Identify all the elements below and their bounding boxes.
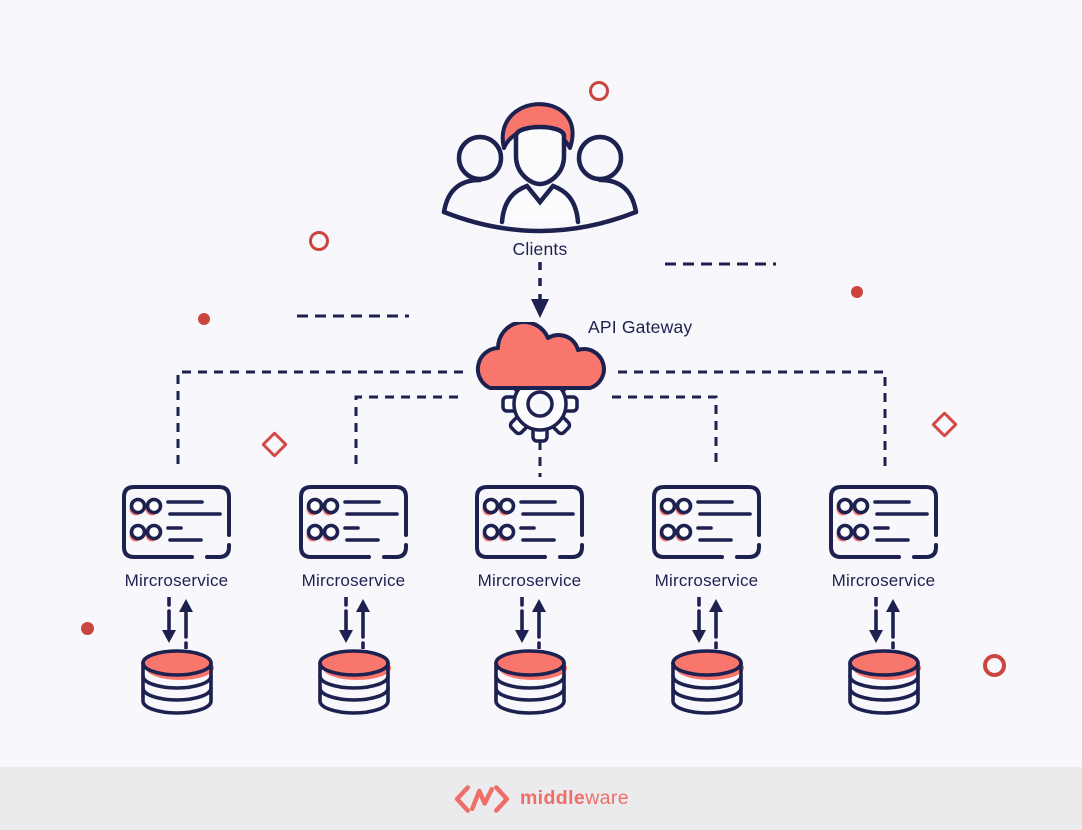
service-column: Mircroservice	[650, 483, 763, 728]
status-dots	[129, 497, 163, 542]
microservice-box-icon	[475, 485, 584, 559]
service-label: Mircroservice	[301, 571, 406, 590]
service-label: Mircroservice	[831, 571, 936, 590]
microservice-box-icon	[299, 485, 408, 559]
torso-shape	[499, 183, 581, 225]
status-dots	[659, 497, 693, 542]
text-lines	[696, 500, 752, 542]
data-flow-arrows	[161, 597, 193, 649]
service-column: Mircroservice	[297, 483, 410, 728]
status-dots	[306, 497, 340, 542]
dot-decor	[81, 622, 94, 635]
text-lines	[873, 500, 929, 542]
service-label: Mircroservice	[477, 571, 582, 590]
data-flow-arrows	[338, 597, 370, 649]
data-flow-arrows	[691, 597, 723, 649]
status-dots	[836, 497, 870, 542]
database-icon	[140, 649, 214, 715]
brand-name: middleware	[520, 787, 629, 810]
face-shape	[513, 124, 567, 187]
clients-icon	[441, 102, 639, 234]
text-lines	[519, 500, 575, 542]
microservice-box-icon	[122, 485, 231, 559]
api-gateway-label: API Gateway	[588, 317, 693, 337]
service-column: Mircroservice	[120, 483, 233, 728]
circle-decor	[309, 231, 329, 251]
text-lines	[166, 500, 222, 542]
footer-bar: middleware	[0, 767, 1082, 830]
text-lines	[343, 500, 399, 542]
data-flow-arrows	[868, 597, 900, 649]
database-icon	[493, 649, 567, 715]
database-icon	[847, 649, 921, 715]
data-flow-arrows	[514, 597, 546, 649]
middleware-logo-mark-icon	[454, 784, 510, 813]
service-label: Mircroservice	[124, 571, 229, 590]
database-icon	[317, 649, 391, 715]
service-column: Mircroservice	[827, 483, 940, 728]
service-column: Mircroservice	[473, 483, 586, 728]
dot-decor	[198, 313, 210, 325]
database-icon	[670, 649, 744, 715]
microservice-box-icon	[829, 485, 938, 559]
clients-label: Clients	[512, 239, 568, 259]
brand-name-bold: middle	[519, 787, 586, 809]
circle-decor	[589, 81, 609, 101]
dot-decor	[851, 286, 863, 298]
service-label: Mircroservice	[654, 571, 759, 590]
cloud-shape	[475, 322, 606, 390]
brand-name-light: ware	[585, 787, 630, 809]
microservice-box-icon	[652, 485, 761, 559]
circle-decor	[983, 654, 1006, 677]
status-dots	[482, 497, 516, 542]
api-gateway-cloud-icon	[475, 322, 606, 443]
arrowhead-down-icon	[531, 299, 549, 318]
